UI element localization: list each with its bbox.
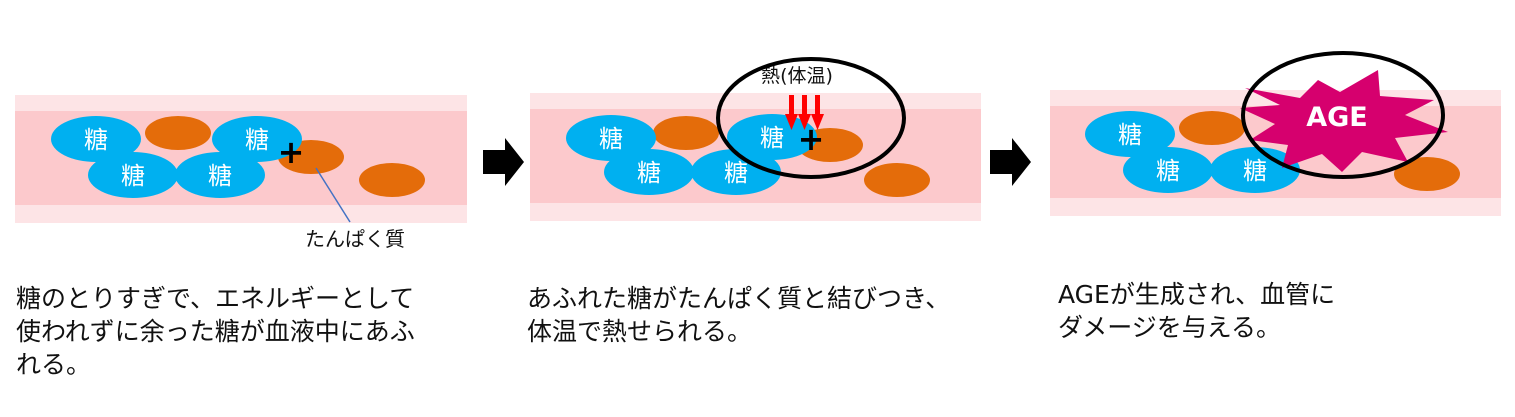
panel-1: 糖 糖 糖 糖 + たんぱく質: [15, 95, 467, 251]
protein-particle: [1179, 111, 1245, 145]
caption-step-3: AGEが生成され、血管に ダメージを与える。: [1058, 278, 1498, 344]
sugar-label: 糖: [760, 124, 784, 152]
heat-label: 熱(体温): [761, 65, 833, 87]
sugar-label: 糖: [724, 159, 748, 187]
sugar-label: 糖: [121, 162, 145, 190]
age-label: AGE: [1306, 102, 1368, 133]
focus-circle: [1241, 51, 1445, 179]
sugar-particle: [88, 152, 178, 198]
sugar-particle: [1123, 147, 1213, 193]
protein-particle: [145, 116, 211, 150]
sugar-particle: [51, 116, 141, 162]
sugar-particle: [727, 114, 817, 160]
starburst-icon: [1240, 70, 1448, 172]
sugar-particle: [212, 116, 302, 162]
sugar-label: 糖: [208, 162, 232, 190]
plus-icon: +: [278, 133, 305, 171]
panel-2: 糖 糖 糖 糖 + 熱(体温): [530, 57, 981, 221]
sugar-label: 糖: [84, 126, 108, 154]
sugar-label: 糖: [1156, 157, 1180, 185]
sugar-particle: [691, 149, 781, 195]
protein-label: たんぱく質: [305, 227, 405, 251]
caption-line: AGEが生成され、血管に: [1058, 280, 1336, 309]
protein-particle: [653, 116, 719, 150]
sugar-label: 糖: [1243, 157, 1267, 185]
sugar-particle: [1210, 147, 1300, 193]
sugar-label: 糖: [245, 126, 269, 154]
caption-line: 糖のとりすぎで、エネルギーとして: [16, 284, 415, 313]
caption-line: れる。: [16, 350, 92, 379]
caption-step-1: 糖のとりすぎで、エネルギーとして 使われずに余った糖が血液中にあふ れる。: [16, 282, 486, 381]
sugar-label: 糖: [637, 159, 661, 187]
protein-particle: [1394, 157, 1460, 191]
protein-particle: [359, 163, 425, 197]
protein-particle: [864, 163, 930, 197]
step-arrow-icon: [990, 138, 1031, 186]
sugar-particle: [175, 152, 265, 198]
sugar-particle: [1085, 111, 1175, 157]
sugar-particle: [566, 115, 656, 161]
plus-icon: +: [798, 120, 825, 158]
sugar-label: 糖: [1118, 121, 1142, 149]
protein-leader-line: [315, 167, 351, 223]
sugar-particle: [604, 149, 694, 195]
caption-line: あふれた糖がたんぱく質と結びつき、: [527, 284, 951, 313]
focus-circle: [716, 57, 906, 179]
caption-line: 使われずに余った糖が血液中にあふ: [16, 317, 415, 346]
panel-3: 糖 糖 糖 AGE: [1050, 51, 1501, 216]
caption-step-2: あふれた糖がたんぱく質と結びつき、 体温で熱せられる。: [527, 282, 1007, 348]
sugar-label: 糖: [599, 125, 623, 153]
step-arrow-icon: [483, 138, 524, 186]
caption-line: ダメージを与える。: [1058, 313, 1282, 342]
heat-arrow-icon: [785, 95, 824, 130]
caption-line: 体温で熱せられる。: [527, 317, 753, 346]
